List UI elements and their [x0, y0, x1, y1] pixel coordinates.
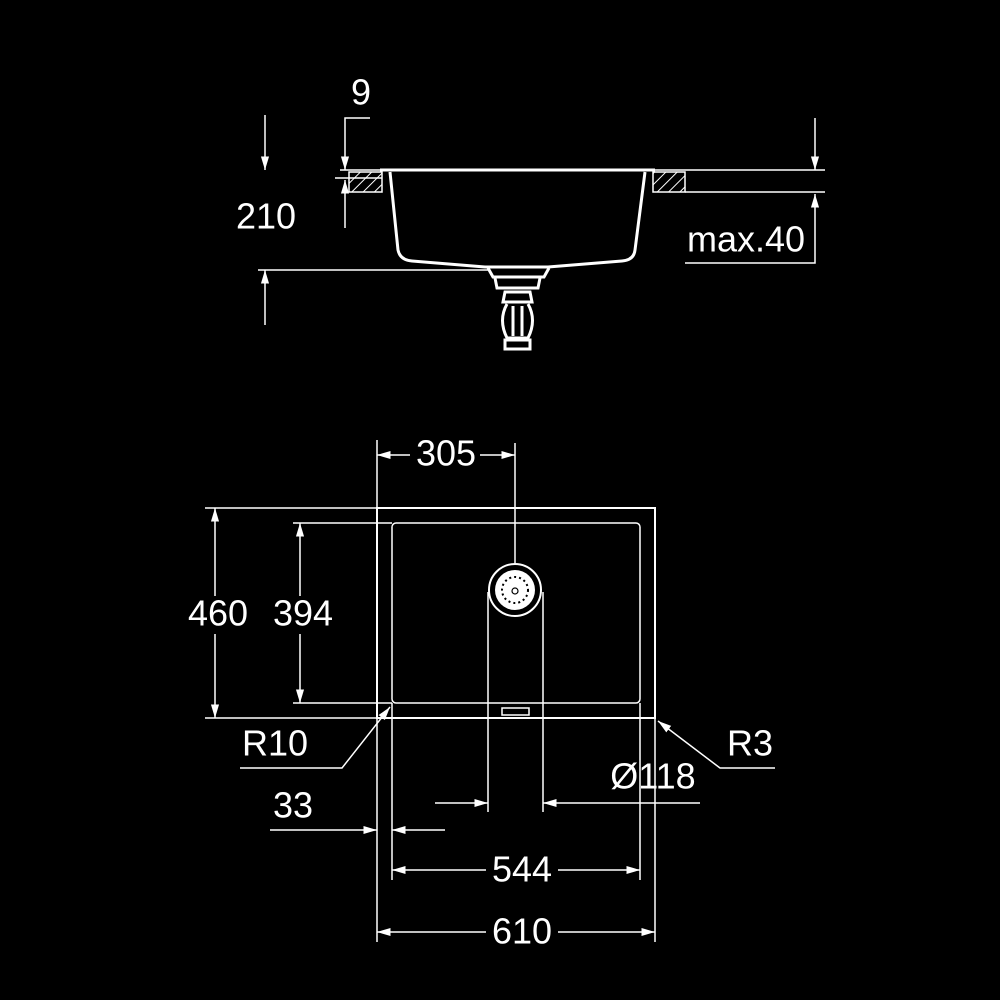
basin-inner-outline: [391, 522, 641, 704]
drain-symbol-icon: [511, 587, 519, 595]
dim-edge-label: 33: [273, 785, 313, 826]
dim-outer-depth-label: 460: [188, 593, 248, 634]
drain-outlet: [486, 267, 551, 290]
dim-inner-width-label: 544: [492, 849, 552, 890]
dim-height-label: 210: [236, 196, 296, 237]
sink-outer-outline: [376, 507, 656, 719]
radius-outer-label: R3: [727, 723, 773, 764]
worktop-section-right: [652, 171, 686, 193]
overflow-slot: [501, 707, 530, 716]
dim-drain-center-label: 305: [416, 433, 476, 474]
waste-trap: [501, 290, 534, 351]
radius-inner-label: R10: [242, 723, 308, 764]
dim-outer-width-label: 610: [492, 911, 552, 952]
dim-inner-depth-label: 394: [273, 593, 333, 634]
side-view: 210 9 max.40: [236, 72, 825, 351]
leader-line: [240, 706, 391, 769]
worktop-section-left: [348, 171, 383, 193]
dim-arrow: [685, 194, 820, 264]
strainer-slots: [501, 576, 529, 604]
top-view: 305 460 394 R10 R3 Ø118 33 544 610: [185, 433, 775, 952]
drain-strainer: [495, 570, 535, 610]
dim-worktop-label: max.40: [687, 219, 805, 260]
sink-profile: [380, 168, 655, 269]
dim-drain-diameter-label: Ø118: [610, 756, 695, 797]
leader-line: [657, 720, 775, 769]
dim-rim-label: 9: [351, 72, 371, 113]
dim-arrow: [340, 117, 370, 170]
